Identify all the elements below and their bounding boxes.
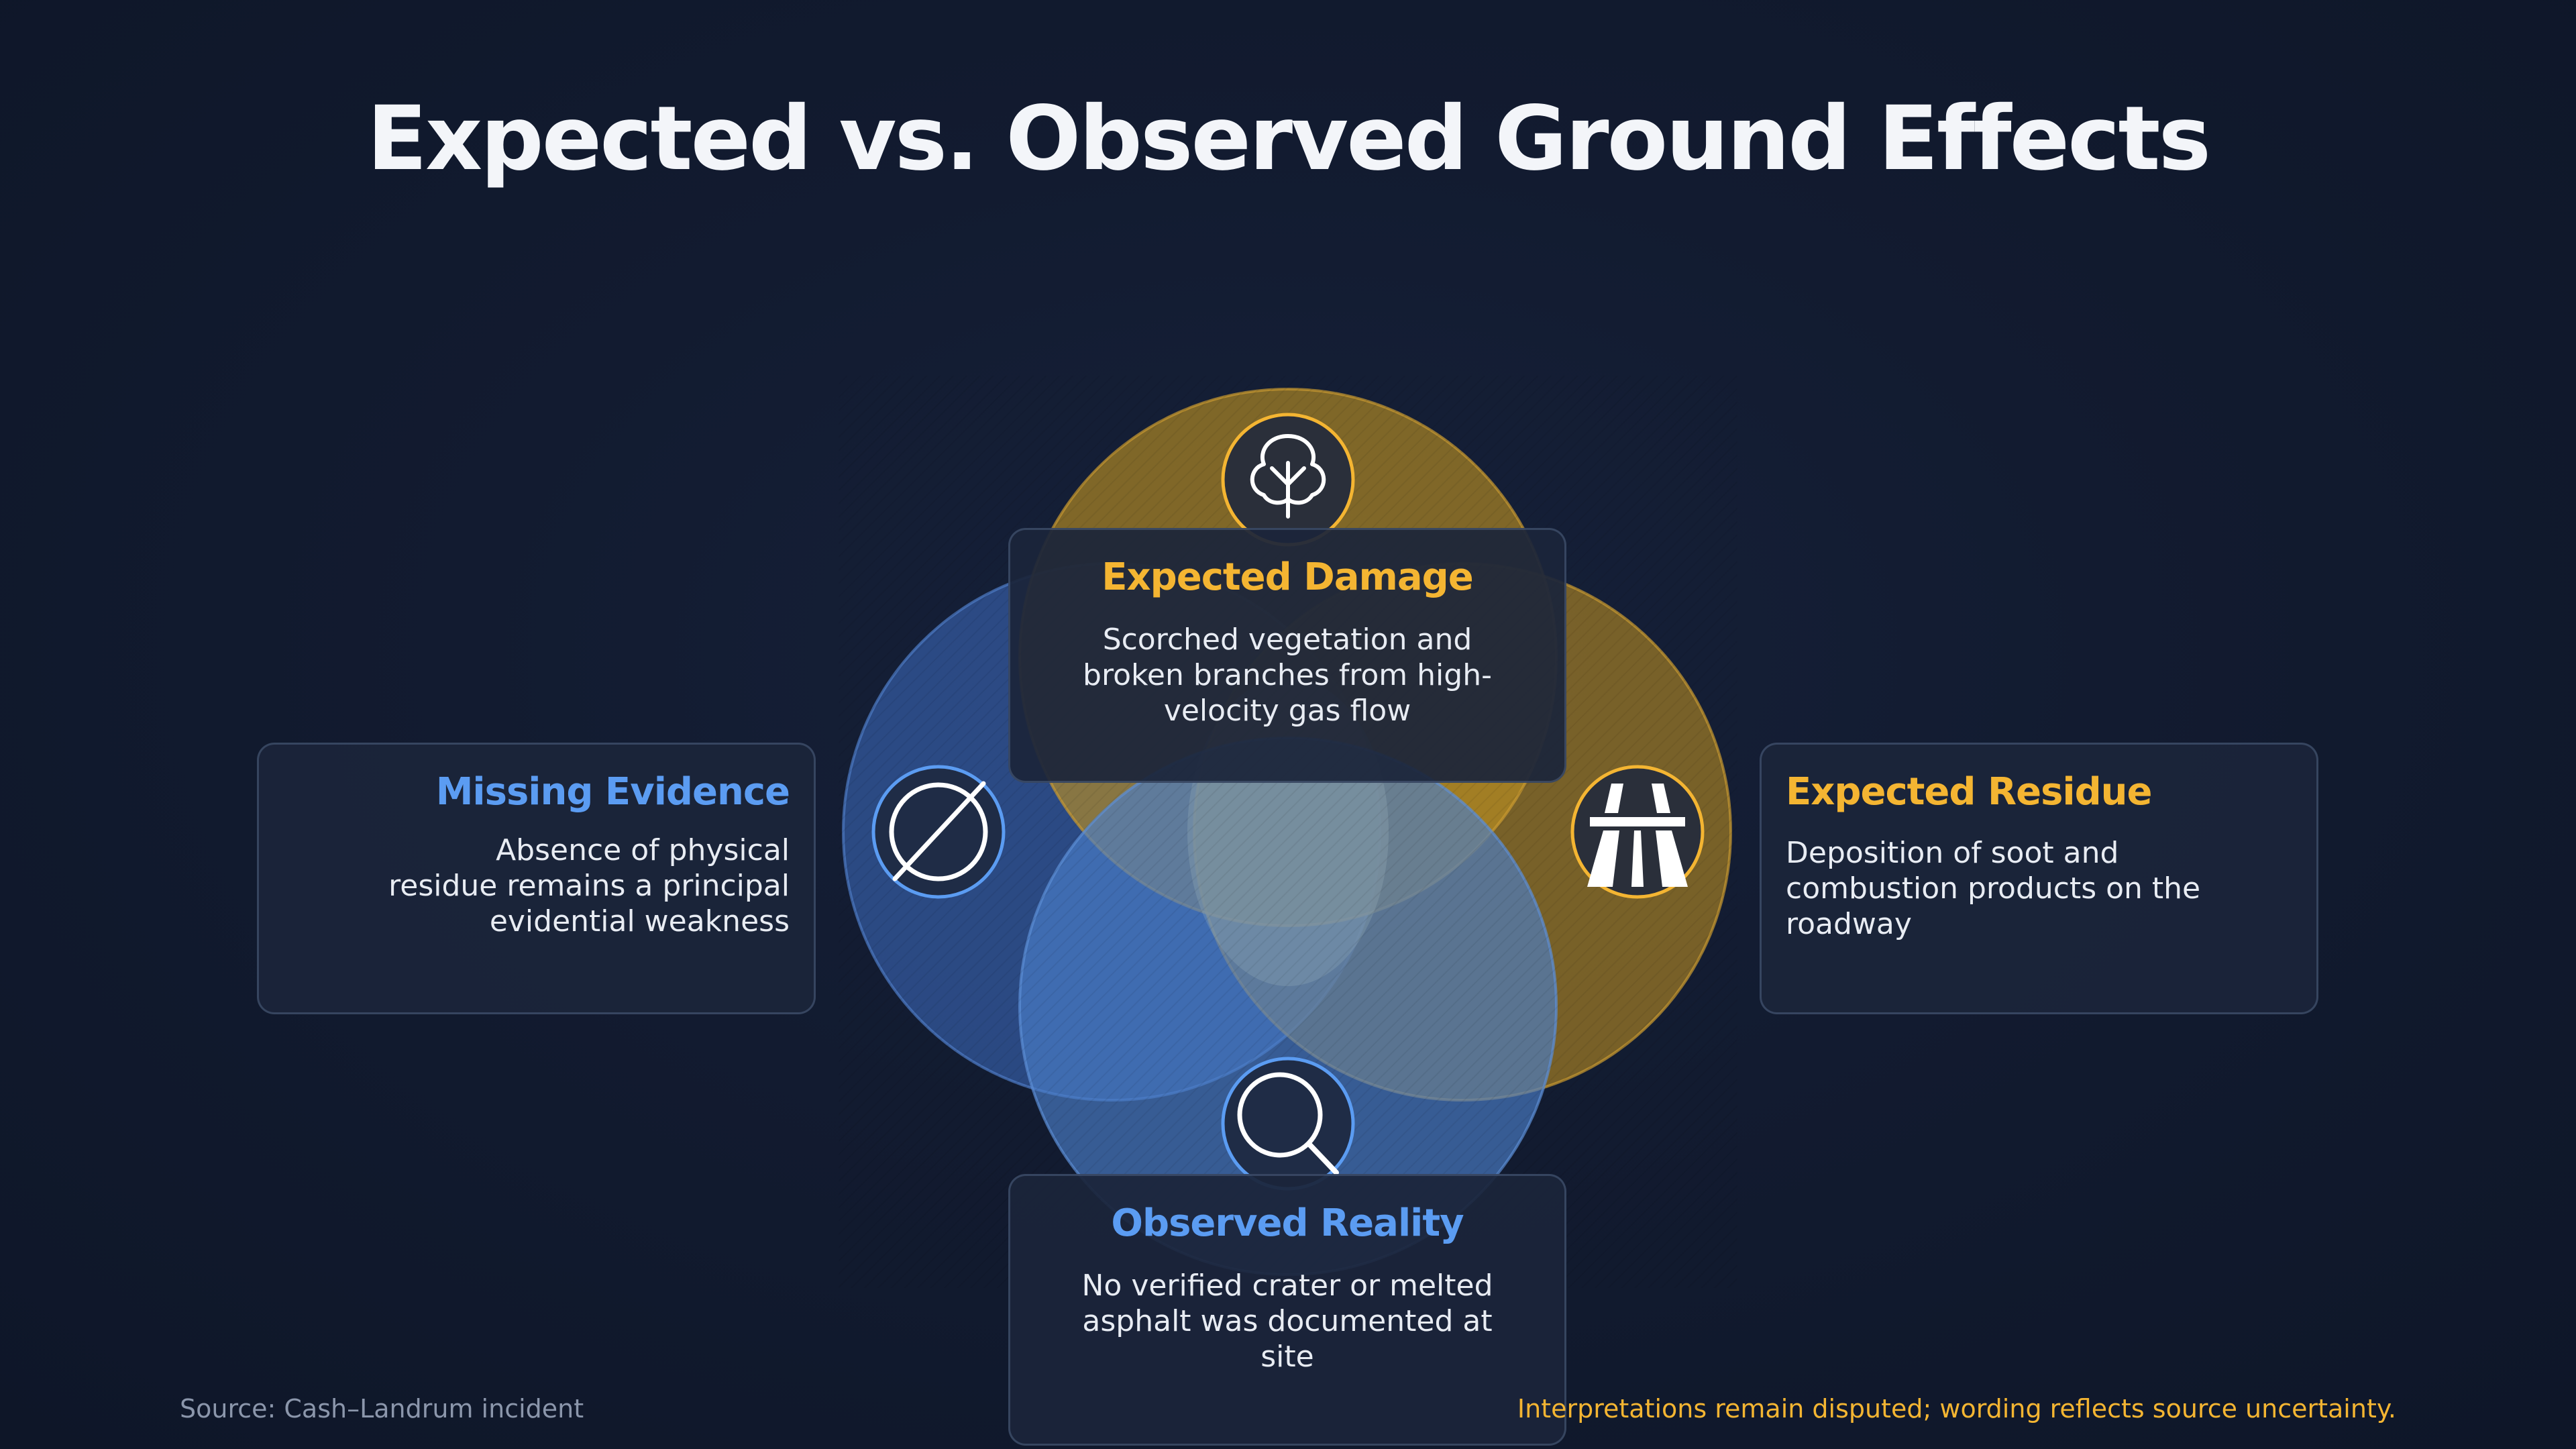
source-note: Source: Cash–Landrum incident [180, 1394, 584, 1424]
missing-evidence-card: Missing Evidence Absence of physical res… [257, 743, 816, 1014]
magnifier-icon [1221, 1057, 1355, 1191]
missing-evidence-title: Missing Evidence [435, 770, 790, 814]
expected-damage-card: Expected Damage Scorched vegetation and … [1008, 528, 1566, 783]
road-icon [1570, 765, 1705, 899]
expected-residue-card: Expected Residue Deposition of soot and … [1760, 743, 2318, 1014]
missing-evidence-text: Absence of physical residue remains a pr… [388, 833, 790, 938]
empty-set-icon [871, 765, 1006, 899]
tree-icon [1221, 413, 1355, 547]
expected-residue-text: Deposition of soot and combustion produc… [1786, 836, 2201, 941]
observed-reality-title: Observed Reality [1111, 1201, 1464, 1245]
expected-damage-title: Expected Damage [1102, 555, 1473, 599]
observed-reality-text: No verified crater or melted asphalt was… [1081, 1269, 1493, 1374]
expected-residue-title: Expected Residue [1786, 770, 2153, 814]
observed-reality-card: Observed Reality No verified crater or m… [1008, 1174, 1566, 1446]
expected-damage-text: Scorched vegetation and broken branches … [1083, 623, 1492, 728]
page-title: Expected vs. Observed Ground Effects [366, 87, 2211, 191]
disclaimer-note: Interpretations remain disputed; wording… [1517, 1394, 2396, 1424]
